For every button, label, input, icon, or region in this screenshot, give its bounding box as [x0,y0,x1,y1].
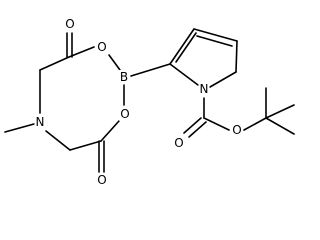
atom-label-background [231,123,243,137]
atom-label-background [119,107,131,121]
atom-label-background [96,40,108,54]
bond-cq-me-right [265,104,295,119]
atom-label-background [198,82,210,96]
bond-top-c-ch2 [39,56,70,71]
atom-o-ring-upper: O [97,40,106,54]
bond-pyrrole-c5-n [209,71,237,88]
bond-boc-co-double-a [183,117,202,134]
bond-pyrrole-n-c2 [169,63,199,86]
atom-label-background [118,70,130,84]
bond-cq-me-down [265,117,295,135]
bond-n-methyl [4,123,35,133]
bond-boc-co-double-b [188,121,207,138]
atom-n-pyrrole: N [200,82,209,96]
atom-o-boc-ether: O [232,123,241,137]
bond-pyrrole-c2-c3 [169,28,195,65]
bond-pyrrole-c2-c3-inner [175,32,197,63]
bond-top-c-oring [68,46,95,58]
atom-o-boc-carbonyl: O [174,136,183,150]
bond-pyrrole-c4-c5 [235,40,238,73]
atom-o-top-carbonyl: O [65,17,74,31]
chemical-structure: O O B O O N N O O [4,17,295,187]
atom-o-ring-lower: O [120,107,129,121]
bond-bottom-c-oring [100,120,120,142]
atom-boron: B [120,70,128,84]
atom-label-background [34,115,46,129]
bond-pyrrole-c3-c4 [193,28,238,42]
bond-b-pyrrole [130,63,171,77]
bond-oether-cq [243,117,267,131]
atom-label-background [173,136,185,150]
bond-ch2-c-lower [69,140,102,151]
bond-boc-c-oether [203,117,230,131]
atom-label-background [64,17,76,31]
atom-label-background [96,173,108,187]
bond-oring-b [108,54,121,71]
bond-n-ch2-lower [45,130,71,151]
atom-o-bottom-carbonyl: O [97,173,106,187]
atom-label-layer: O O B O O N N O O [34,17,243,187]
bond-pyrrole-c3-c4-inner [196,35,233,47]
atom-n-amine: N [36,115,45,129]
bond-layer [4,28,295,173]
